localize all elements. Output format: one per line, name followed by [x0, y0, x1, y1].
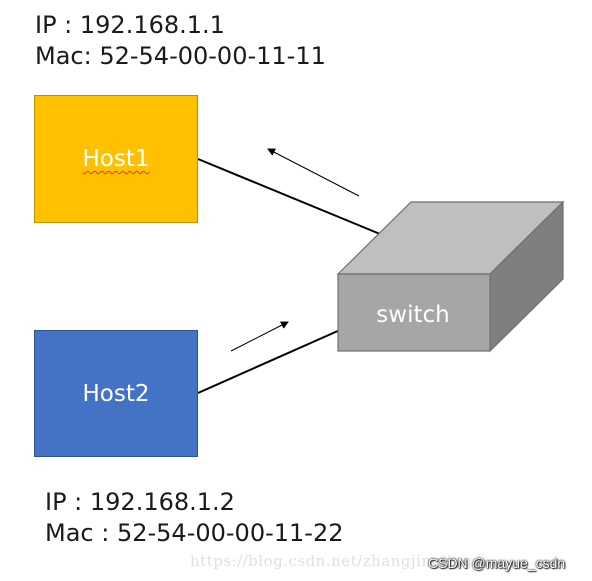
switch-device: switch: [336, 200, 565, 353]
host2-box: Host2: [34, 330, 198, 457]
host1-mac-label: Mac: 52-54-00-00-11-11: [35, 42, 326, 70]
flow-arrow-from-host2: [230, 321, 289, 352]
host2-label: Host2: [82, 380, 150, 407]
csdn-credit-watermark: CSDN @mayue_csdn: [428, 555, 566, 571]
host2-switch-link: [197, 329, 341, 394]
host2-address-info: IP : 192.168.1.2 Mac : 52-54-00-00-11-22: [45, 487, 344, 549]
switch-label: switch: [376, 302, 449, 328]
blog-url-watermark: https://blog.csdn.net/zhangjingjing: [190, 552, 473, 570]
flow-arrow-to-host1: [267, 148, 360, 197]
host1-ip-label: IP : 192.168.1.1: [35, 11, 225, 39]
host1-label: Host1: [82, 146, 150, 172]
host2-mac-label: Mac : 52-54-00-00-11-22: [45, 519, 344, 547]
host1-address-info: IP : 192.168.1.1 Mac: 52-54-00-00-11-11: [35, 10, 326, 72]
host1-box: Host1: [34, 95, 198, 223]
host2-ip-label: IP : 192.168.1.2: [45, 488, 235, 516]
host1-switch-link: [197, 158, 381, 235]
switch-front-face: [337, 273, 491, 352]
